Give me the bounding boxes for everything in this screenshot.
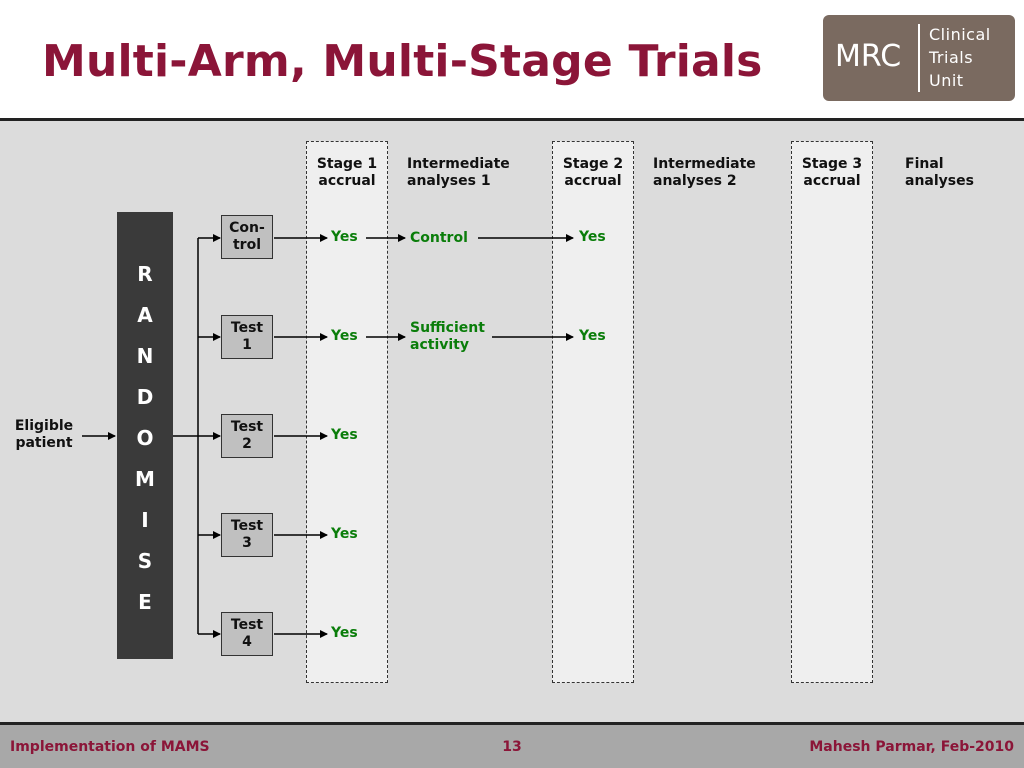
header-stage-3: Stage 3 accrual (801, 156, 863, 189)
stage-3-column (791, 141, 873, 683)
header-stage-1: Stage 1 accrual (316, 156, 378, 189)
slide-title: Multi-Arm, Multi-Stage Trials (42, 36, 763, 87)
control-stage1-outcome: Yes (331, 229, 358, 245)
randomise-letter: A (137, 303, 153, 327)
footer-left-text: Implementation of MAMS (10, 739, 210, 755)
header-final: Final analyses (905, 156, 974, 189)
test1-stage2-outcome: Yes (579, 328, 606, 344)
randomise-letter: O (136, 426, 154, 450)
mrc-logo: MRC Clinical Trials Unit (823, 15, 1015, 101)
header-intermediate-2: Intermediate analyses 2 (653, 156, 756, 189)
arm-label: Test 4 (230, 617, 264, 650)
arm-label: Con-trol (229, 220, 265, 253)
arm-test-4-box: Test 4 (221, 612, 273, 656)
logo-abbr: MRC (835, 39, 902, 74)
header-intermediate-1: Intermediate analyses 1 (407, 156, 510, 189)
logo-line-2: Trials (929, 48, 974, 67)
logo-line-3: Unit (929, 71, 964, 90)
randomise-bar: R A N D O M I S E (117, 212, 173, 659)
logo-divider (918, 24, 920, 92)
header-divider (0, 118, 1024, 121)
randomise-letter: M (135, 467, 155, 491)
randomise-letter: N (136, 344, 154, 368)
arm-test-3-box: Test 3 (221, 513, 273, 557)
control-intermediate1-outcome: Control (410, 230, 468, 246)
test4-stage1-outcome: Yes (331, 625, 358, 641)
stage-1-column (306, 141, 388, 683)
footer-divider (0, 722, 1024, 725)
test2-stage1-outcome: Yes (331, 427, 358, 443)
eligible-patient-label: Eligible patient (14, 418, 74, 451)
arm-test-1-box: Test 1 (221, 315, 273, 359)
randomise-letter: S (137, 549, 153, 573)
footer-right-text: Mahesh Parmar, Feb-2010 (809, 739, 1014, 755)
arm-test-2-box: Test 2 (221, 414, 273, 458)
arm-control-box: Con-trol (221, 215, 273, 259)
arm-label: Test 2 (230, 419, 264, 452)
header-stage-2: Stage 2 accrual (562, 156, 624, 189)
randomise-letter: I (141, 508, 149, 532)
page-number: 13 (502, 739, 522, 755)
randomise-letter: R (137, 262, 153, 286)
arm-label: Test 3 (230, 518, 264, 551)
arm-label: Test 1 (230, 320, 264, 353)
test1-stage1-outcome: Yes (331, 328, 358, 344)
randomise-letter: E (138, 590, 152, 614)
logo-line-1: Clinical (929, 25, 991, 44)
test1-intermediate1-outcome: Sufficient activity (410, 320, 485, 353)
randomise-letter: D (136, 385, 154, 409)
control-stage2-outcome: Yes (579, 229, 606, 245)
slide-footer: Implementation of MAMS 13 Mahesh Parmar,… (0, 725, 1024, 768)
test3-stage1-outcome: Yes (331, 526, 358, 542)
stage-2-column (552, 141, 634, 683)
